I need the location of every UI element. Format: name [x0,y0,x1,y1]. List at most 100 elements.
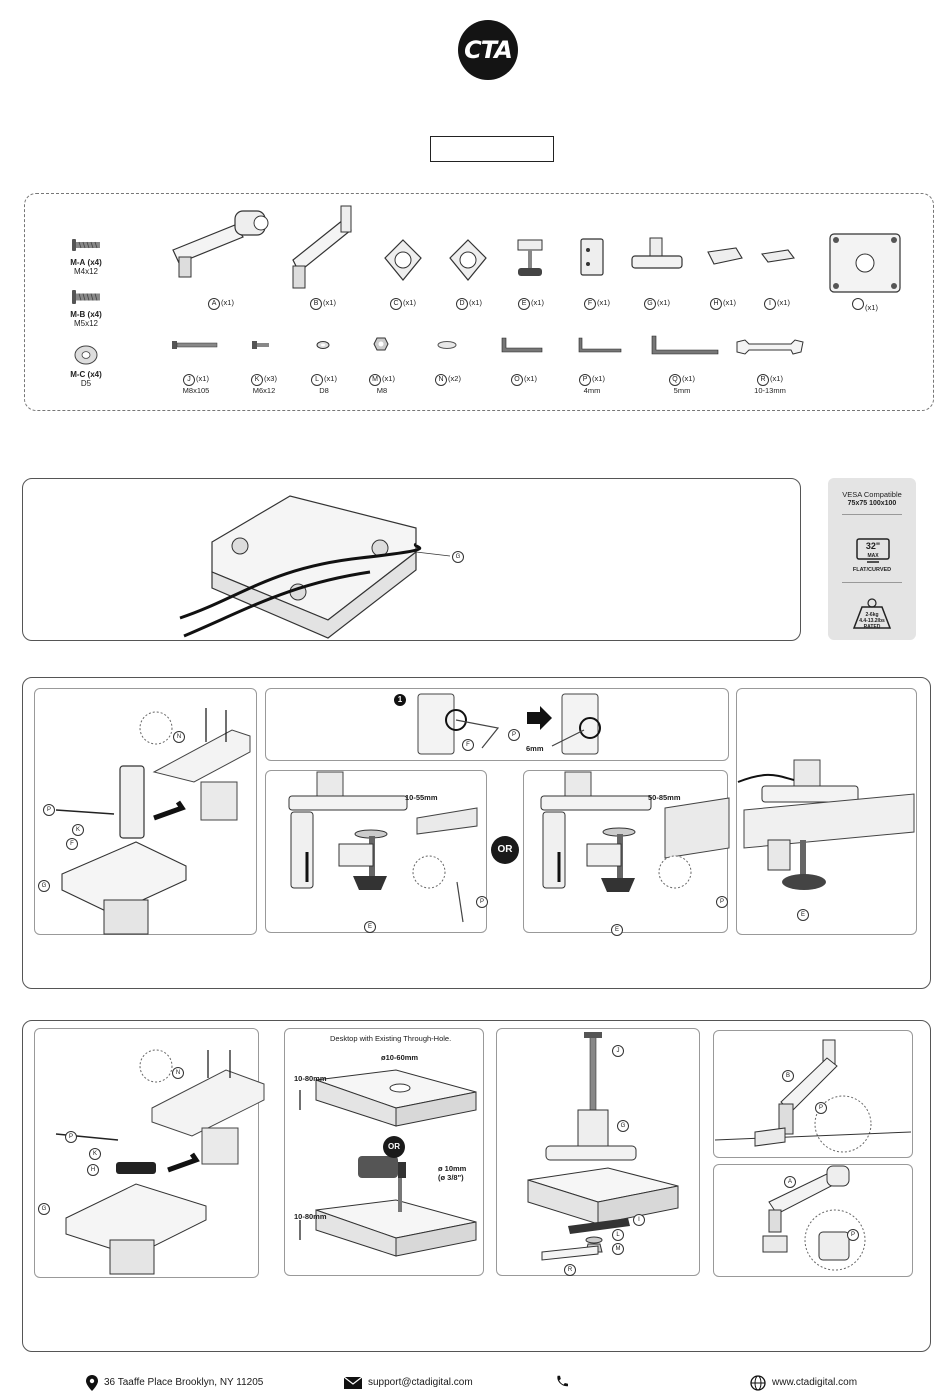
washer-l-drawing [316,341,330,349]
footer-website[interactable]: www.ctadigital.com [750,1373,857,1393]
clamp-range-2: 50-85mm [648,793,681,802]
location-pin-icon [86,1375,98,1391]
bracket-detail-subpanel [265,688,729,761]
drill-size-in: (ø 3/8") [438,1173,464,1182]
callout-g-step2: G [452,551,464,563]
callout-e-option2: E [611,924,623,936]
part-g-label: G(x1) [642,298,672,310]
hardware-m-a-label: M-A (x4)M4x12 [70,258,102,276]
part-k-label: K(x3)M6x12 [251,374,277,395]
part-j-label: J(x1)M8x105 [182,374,210,395]
footer-email[interactable]: support@ctadigital.com [343,1373,473,1393]
base-g-drawing [631,237,683,269]
callout-r-step4: R [564,1264,576,1276]
callout-e-option1: E [364,921,376,933]
part-d-label: D(x1) [454,298,484,310]
callout-p-step4: P [65,1131,77,1143]
vesa-sizes: 75x75 100x100 [847,500,897,507]
plate-i-drawing [761,249,795,263]
part-a-label: A(x1) [206,298,236,310]
spec-card: VESA Compatible 75x75 100x100 32" MAX FL… [828,478,916,640]
spec-divider-2 [842,582,902,583]
part-l-label: L(x1)D8 [304,374,344,395]
callout-f-detail: F [462,739,474,751]
or-badge-step3: OR [491,836,519,864]
screw-k-drawing [252,341,269,349]
bracket-f-drawing [580,238,604,276]
clamp-assembly-subpanel [34,688,257,935]
arm-a-install-subpanel [713,1164,913,1277]
callout-n-step4: N [172,1067,184,1079]
callout-p-step3: P [43,804,55,816]
part-h-label: H(x1) [708,298,738,310]
address-text: 36 Taaffe Place Brooklyn, NY 11205 [104,1377,264,1388]
hex-key-size: 6mm [526,744,544,753]
callout-i-step4: I [633,1214,645,1226]
clamp-final-illustration [737,759,915,890]
clamp-option-1-illustration [288,771,478,923]
hardware-m-b-label: M-B (x4)M5x12 [70,310,102,328]
or-badge-step4: OR [383,1136,405,1158]
callout-b-arm: B [782,1070,794,1082]
cta-logo: CTA [458,20,518,80]
grommet-bolt-subpanel [496,1028,700,1276]
clamp-option-1-subpanel [265,770,487,933]
key-p-drawing [578,337,622,353]
part-f-label: F(x1) [582,298,612,310]
model-number-box [430,136,554,162]
clamp-e-drawing [517,239,543,276]
callout-m-step4: M [612,1243,624,1255]
cable-management-panel [22,478,801,641]
part-n-label: N(x2) [428,374,468,386]
screen-max: MAX [867,553,879,559]
footer-phone [556,1373,574,1393]
weight-icon [852,598,892,629]
desk-thickness-1: 10-80mm [294,1074,327,1083]
wrench-r-drawing [736,339,804,355]
callout-h-step4: H [87,1164,99,1176]
clamp-assembly-illustration [55,708,251,935]
callout-n-step3: N [173,731,185,743]
callout-f-step3: F [66,838,78,850]
envelope-icon [343,1376,363,1389]
callout-p-detail: P [508,729,520,741]
pad-n-drawing [437,341,457,349]
callout-g-step3: G [38,880,50,892]
desk-hole-title: Desktop with Existing Through-Hole. [330,1034,452,1043]
arm-a-install-illustration [762,1165,866,1271]
hole-diameter: ø10-60mm [381,1053,419,1062]
vesa-plate-d-drawing [449,239,487,281]
arm-b-install-subpanel [713,1030,913,1158]
base-cable-routing-illustration [179,495,451,639]
part-q-label: Q(x1)5mm [662,374,702,395]
callout-p-arm-b: P [815,1102,827,1114]
part-b-label: B(x1) [308,298,338,310]
washer-m-c-icon [74,345,98,365]
callout-e-final: E [797,909,809,921]
clamp-final-subpanel [736,688,917,935]
part-r-label: R(x1)10-13mm [754,374,786,395]
callout-k-step4: K [89,1148,101,1160]
clamp-option-2-illustration [540,771,730,892]
key-q-drawing [651,335,719,355]
spec-divider-1 [842,514,902,515]
globe-icon [750,1375,766,1391]
parts-list-panel [24,193,934,411]
website-link[interactable]: www.ctadigital.com [772,1377,858,1388]
clamp-range-1: 10-55mm [405,793,438,802]
vesa-plate-c-drawing [384,239,422,281]
callout-l-step4: L [612,1229,624,1241]
callout-g-step4: G [38,1203,50,1215]
part-m-label: M(x1)M8 [362,374,402,395]
callout-j-step4: J [612,1045,624,1057]
email-link[interactable]: support@ctadigital.com [368,1377,473,1388]
callout-k-step3: K [72,824,84,836]
key-o-drawing [501,337,543,353]
callout-p-option1: P [476,896,488,908]
vesa-adapter-drawing [829,233,901,293]
desk-hole-subpanel [284,1028,484,1276]
callout-a-arm: A [784,1176,796,1188]
step-number-1: 1 [394,694,406,706]
callout-p-arm-a: P [847,1229,859,1241]
